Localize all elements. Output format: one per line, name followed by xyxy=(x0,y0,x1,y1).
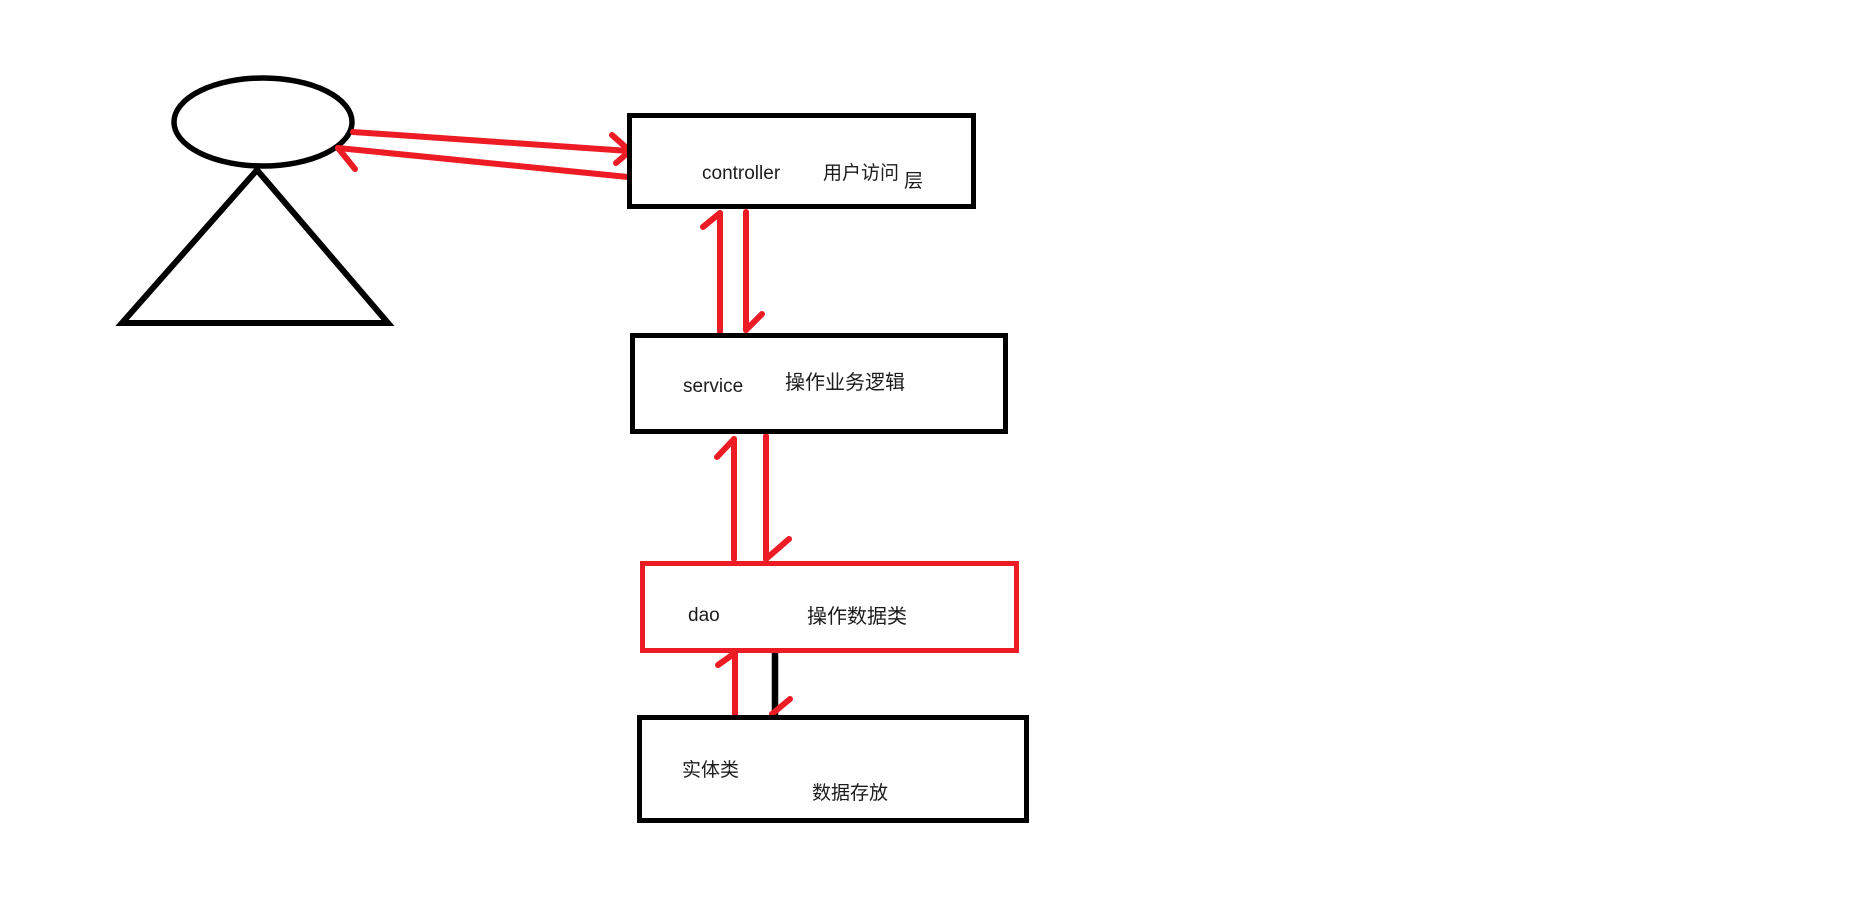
service-label: service xyxy=(683,376,744,397)
entity-label: 实体类 xyxy=(682,760,740,781)
entity-box: 实体类 数据存放 xyxy=(637,715,1029,823)
dao-label: dao xyxy=(688,605,720,626)
controller-annotation-text: 用户访问 xyxy=(823,163,900,184)
arrow-service-to-controller xyxy=(700,210,723,335)
controller-box: controller 用户访问层 xyxy=(627,113,976,209)
controller-annotation: 用户访问层 xyxy=(823,158,923,192)
arrow-controller-to-service xyxy=(743,209,765,333)
person-body xyxy=(115,165,395,326)
dao-annotation: 操作数据类 xyxy=(807,606,907,628)
arrow-controller-to-user xyxy=(335,145,631,180)
arrow-dao-to-service xyxy=(714,436,737,562)
person-head xyxy=(171,75,355,169)
controller-label: controller xyxy=(702,163,781,184)
line-dao-to-entity xyxy=(769,652,793,717)
arrow-entity-to-dao xyxy=(715,650,738,718)
red-tick-icon xyxy=(769,696,793,717)
arrow-user-to-controller xyxy=(350,129,635,166)
arrow-service-to-dao xyxy=(763,433,792,562)
service-box: service 操作业务逻辑 xyxy=(630,333,1008,434)
controller-annotation-suffix: 层 xyxy=(904,171,924,192)
dao-box: dao 操作数据类 xyxy=(640,561,1019,653)
entity-annotation: 数据存放 xyxy=(812,783,889,804)
service-annotation: 操作业务逻辑 xyxy=(785,372,905,394)
stick-figure-person-icon xyxy=(115,75,395,326)
